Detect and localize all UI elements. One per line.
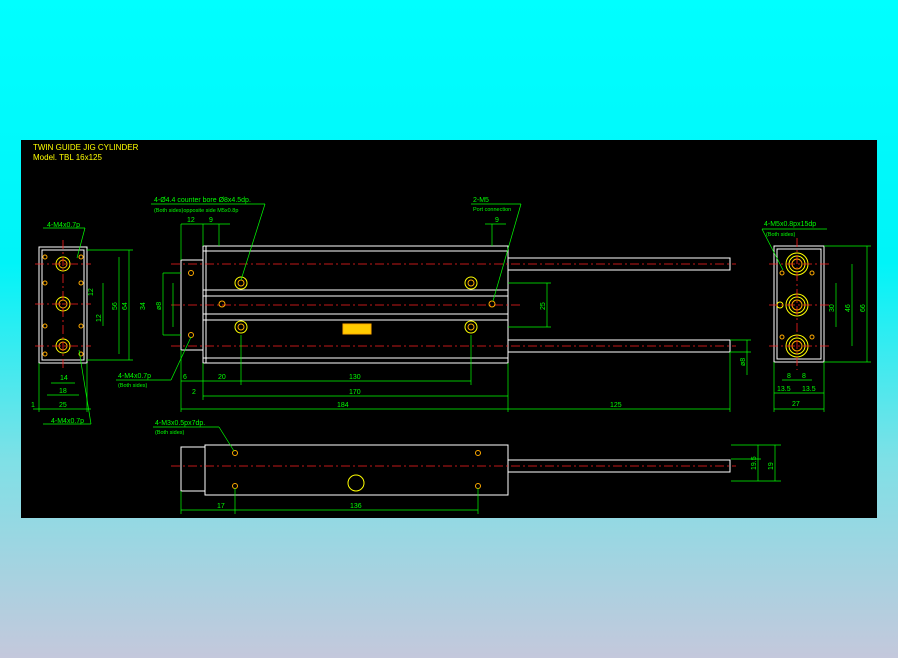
right-end-view [761,228,871,412]
dim-mid-9a: 9 [209,217,213,224]
dim-left-18: 18 [59,388,67,395]
right-m5-sub: (Both sides) [766,232,796,238]
cad-drawing: TWIN GUIDE JIG CYLINDER Model. TBL 16x12… [31,143,871,514]
dim-left-56: 56 [112,302,119,310]
dim-bot-17: 17 [217,503,225,510]
dim-mid-34: 34 [140,302,147,310]
dim-mid-2: 2 [192,389,196,396]
left-m4-callout-top: 4-M4x0.7p [47,222,80,229]
side-m4-sub: (Both sides) [118,383,148,389]
dim-mid-9b: 9 [495,217,499,224]
dim-right-8b: 8 [802,373,806,380]
bottom-body [204,444,509,496]
counter-bore-callout: 4-Ø4.4 counter bore Ø8x4.5dp. [154,197,251,204]
dim-right-30: 30 [829,304,836,312]
cad-drawing-panel: TWIN GUIDE JIG CYLINDER Model. TBL 16x12… [21,140,877,518]
bottom-m3-callout: 4-M3x0.5px7dp. [155,420,205,427]
dim-left-12b: 12 [96,314,103,322]
drawing-model: Model. TBL 16x125 [33,153,102,162]
dim-left-14: 14 [60,375,68,382]
left-end-view [33,227,133,425]
drawing-title: TWIN GUIDE JIG CYLINDER [33,143,139,152]
left-m4-callout-bottom: 4-M4x0.7p [51,418,84,425]
counter-bore-sub: (Both sides)opposite side M5x0.8p [154,208,238,214]
bottom-m3-sub: (Both sides) [155,430,185,436]
dim-mid-25: 25 [540,302,547,310]
bottom-center-hole [347,474,365,492]
dim-bot-136: 136 [350,503,362,510]
dim-left-64: 64 [122,302,129,310]
right-end-inner [776,248,822,360]
dim-bot-195: 19.5 [751,456,758,470]
dim-right-46: 46 [845,304,852,312]
dim-mid-d8b: ø8 [740,358,747,366]
cylinder-body [202,245,509,364]
dim-mid-170: 170 [349,389,361,396]
right-m5-callout: 4-M5x0.8px15dp [764,221,816,228]
bottom-plan-view [153,426,781,514]
dim-mid-184: 184 [337,402,349,409]
dim-left-12a: 12 [88,288,95,296]
dim-right-135a: 13.5 [777,386,791,393]
brand-label-plate [342,323,372,335]
dim-mid-130: 130 [349,374,361,381]
side-m4-callout: 4-M4x0.7p [118,373,151,380]
dim-mid-d8: ø8 [156,302,163,310]
dim-right-27: 27 [792,401,800,408]
dim-left-1: 1 [31,402,35,409]
dim-right-66: 66 [860,304,867,312]
dim-bot-19: 19 [768,462,775,470]
dim-left-25: 25 [59,402,67,409]
dim-mid-6: 6 [183,374,187,381]
port-callout-sub: Port connection [473,207,511,213]
right-end-outline [773,245,825,363]
dim-right-8a: 8 [787,373,791,380]
main-side-view [116,203,751,412]
dim-mid-125: 125 [610,402,622,409]
dim-right-135b: 13.5 [802,386,816,393]
dim-mid-12: 12 [187,217,195,224]
dim-mid-20: 20 [218,374,226,381]
port-callout: 2-M5 [473,197,489,204]
bottom-end-plate [180,446,206,492]
